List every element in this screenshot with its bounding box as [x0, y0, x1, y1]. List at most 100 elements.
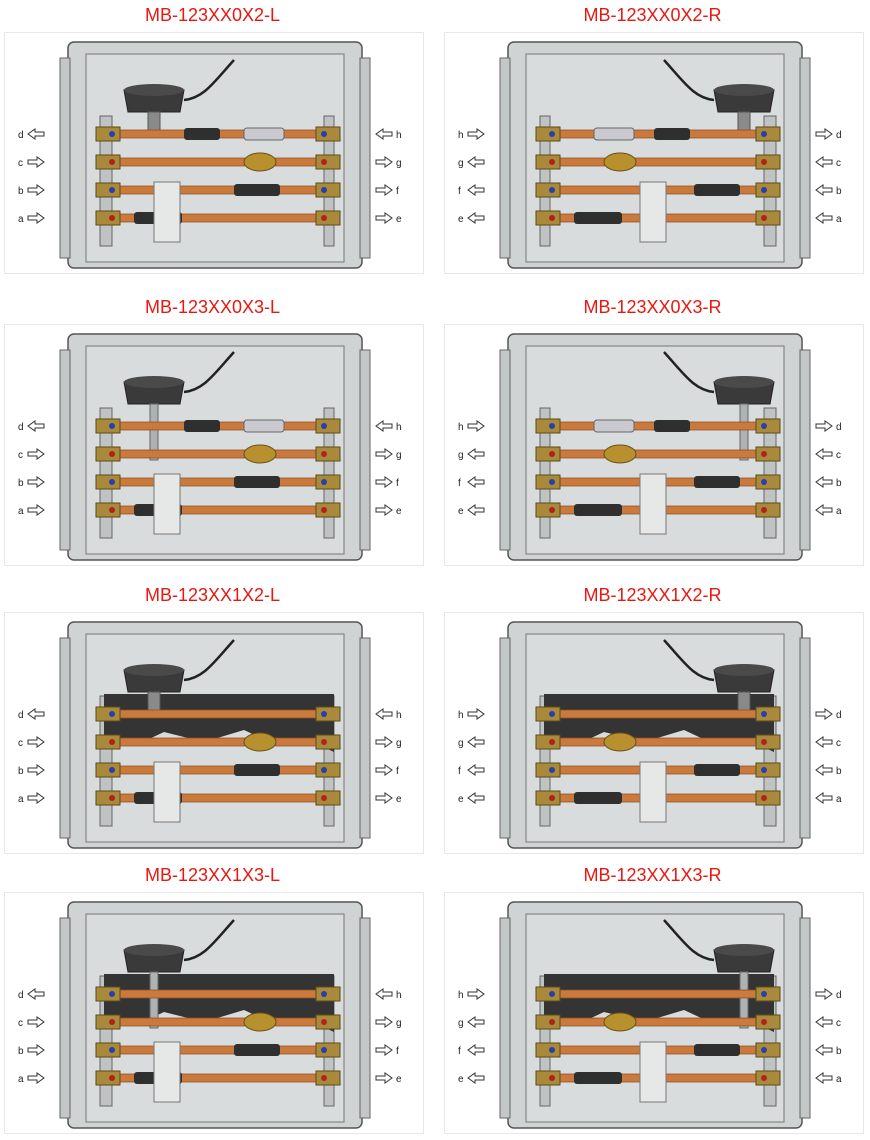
connection-arrow-right — [375, 448, 393, 460]
connection-arrow-right — [375, 764, 393, 776]
valve-handle-left — [549, 711, 555, 717]
connection-label-left: d — [18, 710, 24, 721]
valve-handle-left — [109, 159, 115, 165]
tee-riser — [739, 403, 749, 461]
connection-arrow-left — [467, 504, 485, 516]
insulated-segment — [184, 128, 220, 140]
ball-valve-left — [535, 210, 561, 226]
connection-label-right: a — [836, 1074, 842, 1085]
side-flange-right — [359, 637, 371, 839]
flow-meter — [243, 127, 285, 141]
valve-handle-right — [321, 187, 327, 193]
mounting-bracket — [153, 761, 181, 823]
mounting-rail — [539, 115, 551, 247]
connection-arrow-right — [815, 476, 833, 488]
side-flange-right — [799, 57, 811, 259]
connection-arrow-left — [27, 156, 45, 168]
connection-arrow-right — [375, 1016, 393, 1028]
connection-label-right: h — [396, 422, 402, 433]
ball-valve-left — [95, 126, 121, 142]
ball-valve-right — [315, 1042, 341, 1058]
ball-valve-right — [755, 502, 781, 518]
connection-label-left: d — [18, 422, 24, 433]
connection-arrow-right — [815, 764, 833, 776]
panel-title: MB-123XX0X3-R — [583, 297, 722, 317]
valve-handle-right — [321, 423, 327, 429]
ball-valve-right — [755, 762, 781, 778]
connection-label-right: e — [396, 1074, 402, 1085]
insulated-segment — [184, 420, 220, 432]
valve-handle-right — [761, 795, 767, 801]
copper-pipe — [101, 185, 335, 195]
connection-arrow-right — [815, 1044, 833, 1056]
ball-valve-left — [535, 790, 561, 806]
mounting-rail — [323, 407, 335, 539]
flow-meter — [243, 419, 285, 433]
side-flange-left — [499, 57, 511, 259]
copper-pipe — [541, 989, 775, 999]
connection-arrow-left — [27, 792, 45, 804]
tee-riser — [149, 971, 159, 1029]
valve-handle-right — [321, 711, 327, 717]
connection-arrow-left — [27, 764, 45, 776]
ball-valve-left — [95, 418, 121, 434]
ball-valve-right — [755, 182, 781, 198]
strainer-body — [243, 1012, 277, 1032]
side-flange-right — [799, 917, 811, 1119]
ball-valve-left — [535, 762, 561, 778]
connection-label-right: a — [836, 794, 842, 805]
ball-valve-left — [95, 706, 121, 722]
insulated-segment — [234, 764, 280, 776]
connection-arrow-right — [375, 708, 393, 720]
insulated-segment — [234, 184, 280, 196]
connection-label-left: d — [18, 130, 24, 141]
connection-label-right: d — [836, 710, 842, 721]
ball-valve-right — [315, 182, 341, 198]
valve-stem — [737, 691, 751, 713]
valve-handle-right — [761, 131, 767, 137]
valve-handle-right — [321, 131, 327, 137]
valve-handle-right — [321, 451, 327, 457]
connection-label-left: e — [458, 214, 464, 225]
connection-label-left: h — [458, 990, 464, 1001]
mounting-bracket — [153, 1041, 181, 1103]
ball-valve-left — [95, 1042, 121, 1058]
connection-label-right: c — [836, 738, 841, 749]
connection-label-left: g — [458, 1018, 464, 1029]
connection-label-right: f — [396, 478, 399, 489]
connection-label-right: g — [396, 1018, 402, 1029]
copper-pipe — [541, 709, 775, 719]
ball-valve-right — [755, 154, 781, 170]
valve-handle-left — [109, 767, 115, 773]
strainer-body — [243, 732, 277, 752]
ball-valve-left — [95, 154, 121, 170]
ball-valve-left — [95, 446, 121, 462]
sensor-cable — [183, 919, 235, 962]
valve-handle-left — [109, 711, 115, 717]
insulation-shell — [544, 974, 774, 1032]
ball-valve-right — [755, 474, 781, 490]
insulated-segment — [574, 504, 622, 516]
connection-label-right: d — [836, 130, 842, 141]
ball-valve-left — [535, 474, 561, 490]
actuator-cap — [124, 944, 184, 956]
side-flange-right — [359, 917, 371, 1119]
mounting-bracket — [639, 473, 667, 535]
valve-handle-left — [549, 131, 555, 137]
sensor-cable — [663, 919, 715, 962]
connection-arrow-left — [27, 476, 45, 488]
